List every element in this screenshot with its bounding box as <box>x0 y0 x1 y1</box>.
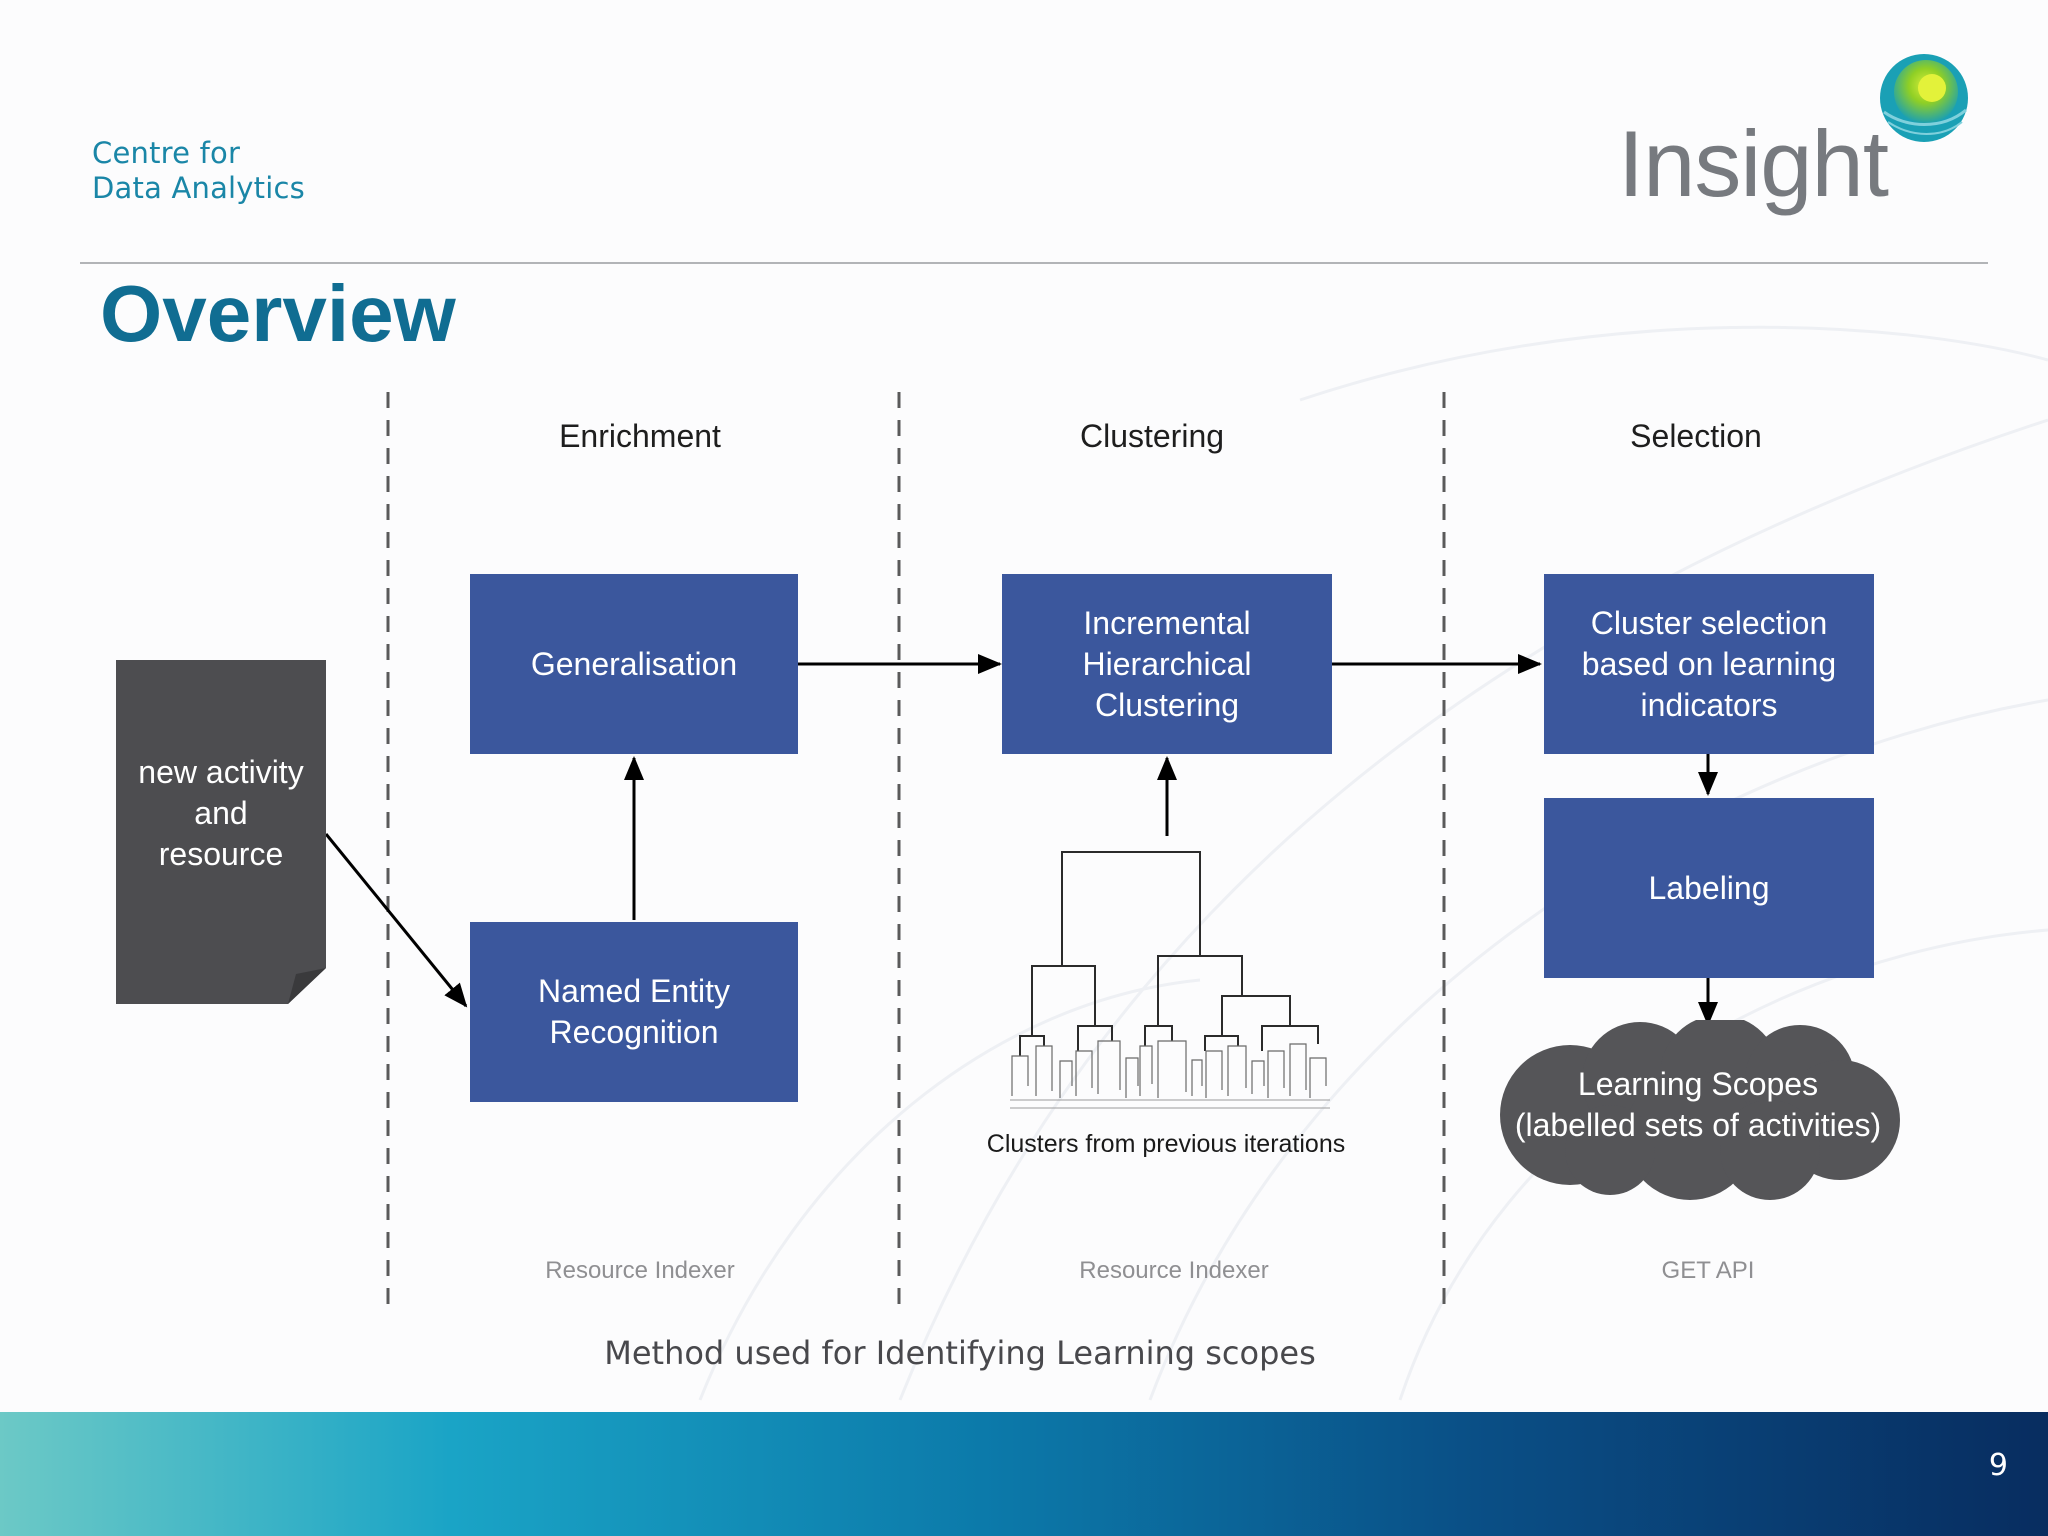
ner-box: Named Entity Recognition <box>470 922 798 1102</box>
input-document-label: new activity and resource <box>116 752 326 875</box>
cluster-selection-line-3: indicators <box>1640 686 1778 723</box>
page-number: 9 <box>1988 1448 2008 1483</box>
doc-line-3: resource <box>158 836 284 872</box>
input-document-shape <box>116 660 326 1004</box>
org-line-2: Data Analytics <box>92 171 305 205</box>
insight-logo-word: Insight <box>1618 111 1889 216</box>
labeling-box: Labeling <box>1544 798 1874 978</box>
page-title: Overview <box>100 269 456 358</box>
cluster-selection-line-2: based on learning <box>1581 645 1837 682</box>
learning-scopes-cloud <box>1500 1020 1900 1200</box>
learning-scopes-line-2: (labelled sets of activities) <box>1514 1107 1882 1143</box>
ihc-line-1: Incremental <box>1083 604 1251 641</box>
org-name: Centre for Data Analytics <box>92 136 305 206</box>
labeling-label: Labeling <box>1648 869 1770 906</box>
footer-clustering: Resource Indexer <box>1079 1257 1269 1284</box>
ihc-box: Incremental Hierarchical Clustering <box>1002 574 1332 754</box>
learning-scopes-line-1: Learning Scopes <box>1577 1066 1819 1102</box>
figure-caption: Method used for Identifying Learning sco… <box>604 1334 1316 1372</box>
dendrogram-caption: Clusters from previous iterations <box>986 1130 1346 1158</box>
header-divider <box>80 262 1988 264</box>
arrow-doc-to-ner <box>324 833 468 1008</box>
insight-logo-icon <box>1880 54 1968 142</box>
footer-band <box>0 1412 2048 1536</box>
ner-line-2: Recognition <box>549 1014 719 1050</box>
org-line-1: Centre for <box>92 136 241 170</box>
ihc-line-2: Hierarchical <box>1082 645 1252 682</box>
dendrogram-graphic <box>1010 851 1330 1109</box>
cluster-selection-line-1: Cluster selection <box>1590 604 1828 641</box>
heading-clustering: Clustering <box>1079 418 1225 454</box>
doc-line-2: and <box>194 795 248 831</box>
generalisation-label: Generalisation <box>530 645 738 682</box>
learning-scopes-label: Learning Scopes (labelled sets of activi… <box>1496 1064 1900 1146</box>
footer-selection: GET API <box>1661 1257 1755 1284</box>
ner-line-1: Named Entity <box>537 973 731 1009</box>
generalisation-box: Generalisation <box>470 574 798 754</box>
heading-selection: Selection <box>1630 418 1762 454</box>
doc-line-1: new activity <box>138 754 304 790</box>
ihc-line-3: Clustering <box>1094 686 1240 723</box>
cluster-selection-box: Cluster selection based on learning indi… <box>1544 574 1874 754</box>
footer-enrichment: Resource Indexer <box>545 1257 735 1284</box>
heading-enrichment: Enrichment <box>559 418 721 454</box>
diagram-connectors <box>324 392 1718 1312</box>
